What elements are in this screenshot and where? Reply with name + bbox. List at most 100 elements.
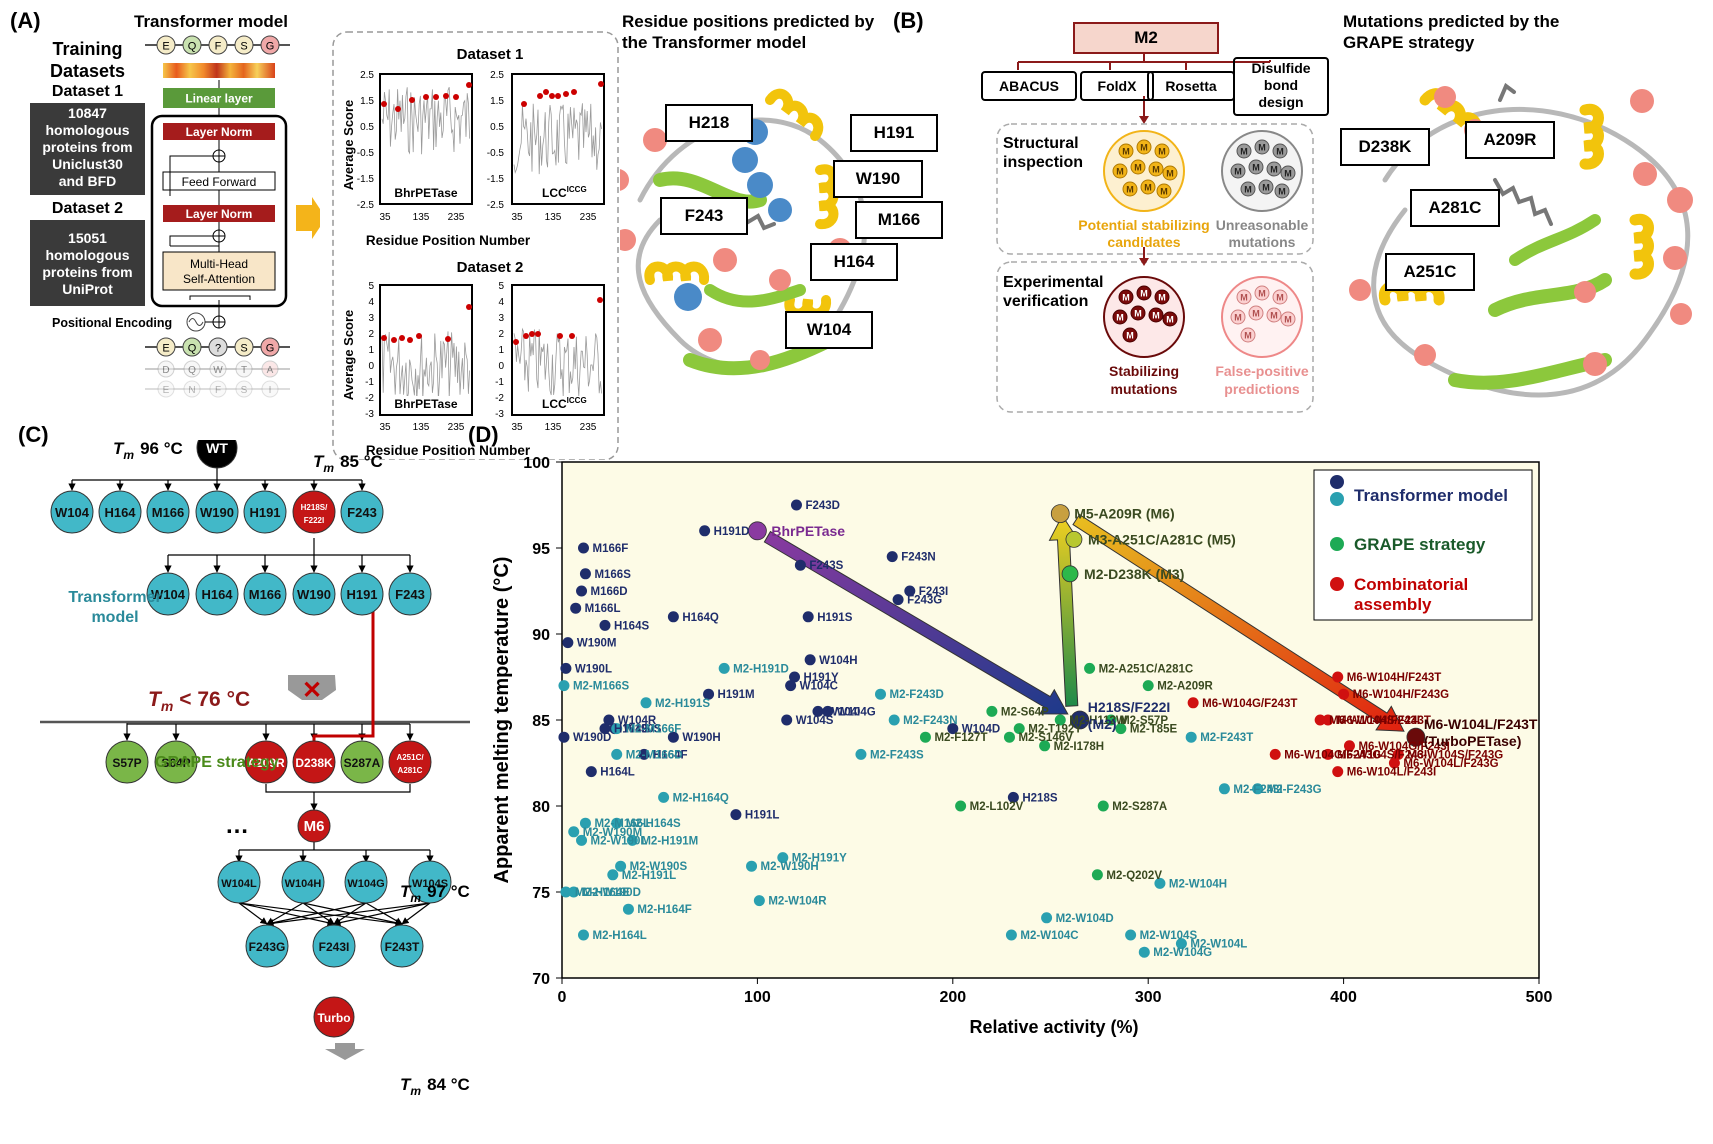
m-token-text: M <box>1144 183 1152 193</box>
transformer-model-title: Transformer model <box>134 12 288 31</box>
tm-threshold-label: Tm< 76 °C <box>148 688 250 714</box>
m-token-circle <box>1272 143 1288 159</box>
point-label: M2-S146V <box>1018 732 1073 744</box>
scatter-point <box>1252 783 1264 795</box>
token-circle <box>209 360 227 378</box>
scatter-point <box>790 499 802 511</box>
ytick: 0.5 <box>490 122 504 133</box>
m-token-text: M <box>1158 293 1166 303</box>
point-label: F243G <box>907 595 942 607</box>
legend-combo-line: assembly <box>1354 595 1432 614</box>
point-label: M166D <box>591 586 628 598</box>
plot-frame <box>511 284 605 416</box>
ytick: -2 <box>495 393 504 404</box>
scatter-point <box>1154 877 1166 889</box>
point-label: W190L <box>575 663 612 675</box>
highlight-point <box>1050 504 1070 523</box>
layer-norm-box <box>163 205 275 222</box>
row2-node-label: H164 <box>201 587 233 602</box>
token-circle <box>182 337 202 357</box>
transformer-architecture: E Q F S G Linear layer Layer Norm Feed F… <box>52 35 320 398</box>
scatter-point <box>558 680 570 692</box>
peak-dot <box>466 304 472 310</box>
scatter-point <box>955 800 967 812</box>
xtick: 235 <box>448 212 465 223</box>
m-token-circle <box>1272 289 1288 305</box>
point-label: M2-M166S <box>573 681 630 693</box>
m2-box: M2 <box>1073 22 1219 54</box>
input-tokens: E Q ? S G <box>156 337 280 357</box>
scatter-point <box>1007 791 1019 803</box>
row1-node-label: F222I <box>304 516 324 525</box>
dataset2-label: Dataset 2 <box>51 200 124 217</box>
grape-node-label: S287A <box>344 756 381 770</box>
point-label: H164Q <box>682 612 718 624</box>
tm-value: 85 °C <box>340 452 383 471</box>
token-text: S <box>241 385 248 396</box>
scatter-point <box>1332 766 1344 778</box>
tm-symbol: T <box>148 688 163 711</box>
residue-label-h191: H191 <box>850 114 938 152</box>
scatter-point <box>1187 697 1199 709</box>
m-token-text: M <box>1134 309 1142 319</box>
xtick: 35 <box>511 212 523 223</box>
token-text: T <box>241 365 247 376</box>
token-text: S <box>240 343 247 355</box>
m-token-text: M <box>1116 313 1124 323</box>
m-token-text: M <box>1122 147 1130 157</box>
point-label: M6-W104H/F243T <box>1347 672 1442 684</box>
m-token-circle <box>1266 161 1282 177</box>
m-token-text: M <box>1270 311 1278 321</box>
red-sphere <box>1434 86 1456 108</box>
xtick: 135 <box>545 422 562 433</box>
row1-node-label: M166 <box>152 505 185 520</box>
peak-dot <box>549 93 555 99</box>
row2-node <box>243 572 287 616</box>
m-token-circle <box>1154 289 1170 305</box>
label-bg <box>388 185 464 200</box>
scatter-point <box>1185 731 1197 743</box>
scatter-point <box>658 791 670 803</box>
point-label: M2-F243I <box>1233 784 1282 796</box>
row1-node-label: H191 <box>249 505 280 520</box>
scatter-point <box>730 809 742 821</box>
m-token-circle <box>1136 285 1152 301</box>
ytick: 0 <box>368 361 374 372</box>
scatter-point <box>855 748 867 760</box>
point-label: M2-T192Y <box>1028 724 1082 736</box>
scatter-point <box>1097 800 1109 812</box>
transformer-model-label: model <box>91 609 138 626</box>
ytick: -3 <box>495 409 504 420</box>
highlight-label: BhrPETase <box>771 523 845 539</box>
scatter-point <box>746 860 758 872</box>
lcc-superscript: ICCG <box>567 396 587 405</box>
m-token-circle <box>1236 289 1252 305</box>
scatter-point <box>611 723 623 735</box>
x-axis-label: Relative activity (%) <box>969 1017 1138 1037</box>
protein-structure-grape <box>1349 82 1693 398</box>
scatter-point <box>562 637 574 649</box>
m-token-text: M <box>1258 143 1266 153</box>
m-token-text: M <box>1152 165 1160 175</box>
tm-symbol: T <box>113 440 125 458</box>
scatter-point <box>611 748 623 760</box>
point-label: M2-F243G <box>1267 784 1322 796</box>
peak-dot <box>409 97 415 103</box>
token-text: G <box>266 343 275 355</box>
peak-dot <box>433 94 439 100</box>
point-label: W104S <box>796 715 834 727</box>
dataset2-line: proteins from <box>42 264 133 280</box>
score-trace <box>513 103 602 175</box>
token-circle <box>183 360 201 378</box>
residue-label-f243: F243 <box>660 197 748 235</box>
token-circle <box>261 380 279 398</box>
scatter-point <box>1269 748 1281 760</box>
y-tick-label: 95 <box>532 541 550 558</box>
y-tick-label: 100 <box>523 455 550 472</box>
peak-dot <box>445 336 451 342</box>
row1-node-label: F243 <box>347 505 377 520</box>
x-tick-label: 400 <box>1330 989 1357 1006</box>
positional-encoding-label: Positional Encoding <box>52 316 172 330</box>
dataset1-line: 10847 <box>68 105 107 121</box>
